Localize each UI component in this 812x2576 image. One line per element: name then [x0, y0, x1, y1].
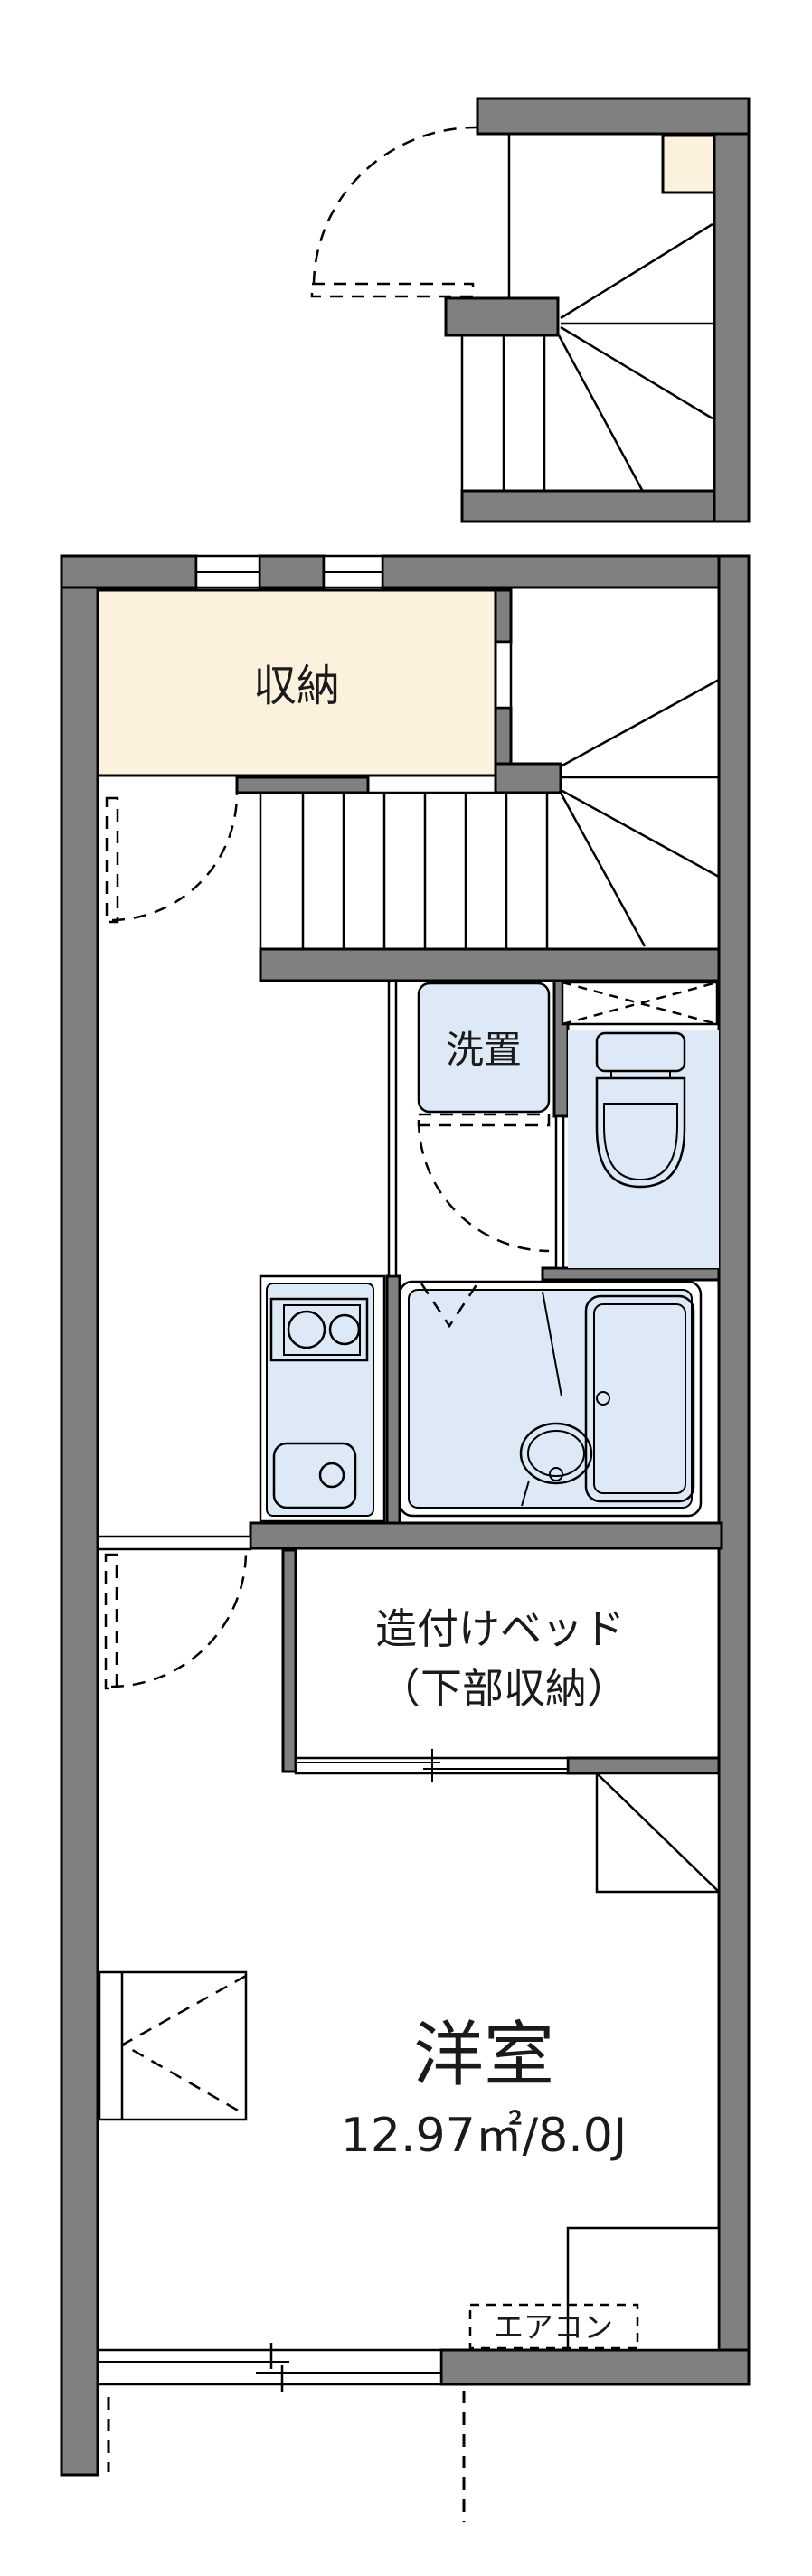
stove-burner-left: [287, 1310, 326, 1349]
upper-entry-door-leaf: [310, 282, 475, 298]
main-top-wall-seg1: [60, 554, 198, 589]
bath-unit-floor: [408, 1289, 693, 1509]
air-conditioner-label: エアコン: [494, 2309, 613, 2345]
bathtub: [584, 1294, 695, 1503]
bed-label-line2: （下部収納）: [379, 1664, 628, 1713]
laundry-door-swing-arc: [417, 1119, 550, 1253]
upper-unit-top-wall: [476, 97, 751, 136]
kitchen-sink: [272, 1442, 357, 1509]
left-closet-window: [98, 1970, 248, 2121]
western-room-label: 洋室: [413, 2015, 554, 2096]
stove: [269, 1297, 369, 1362]
upper-closet-box: [661, 134, 716, 194]
bed-label-line1: 造付けベッド: [375, 1604, 625, 1653]
stair-bottom-wall: [259, 947, 721, 982]
toilet-floor: [568, 1030, 719, 1268]
toilet-left-thin-wall: [554, 1114, 565, 1270]
top-windows: [194, 554, 513, 710]
built-in-bed-room: 造付けベッド （下部収納）: [294, 1604, 721, 1894]
upper-entry-door: [310, 126, 477, 298]
room-entry-door-swing-arc: [110, 1550, 248, 1688]
room-entry-door-leaf: [104, 1553, 118, 1690]
main-unit-walls: [60, 554, 751, 2477]
stair-divider-window: [494, 640, 513, 710]
refrigerator-space: [595, 1772, 721, 1894]
basin-drain: [549, 1467, 563, 1481]
main-top-wall-seg2: [258, 554, 326, 589]
main-staircase: [259, 678, 720, 949]
toilet-fixture: [595, 1031, 686, 1189]
bathroom: [398, 1280, 703, 1518]
laundry-door-leaf: [417, 1113, 551, 1127]
sink-drain: [318, 1462, 345, 1489]
main-left-wall: [60, 554, 99, 2477]
main-top-wall-seg3: [381, 554, 751, 589]
room-entry-door: [104, 1550, 248, 1690]
laundry-label: 洗置: [446, 1028, 522, 1072]
western-room: 洋室 12.97㎡/8.0J エアコン: [98, 1970, 721, 2352]
storage-bottom-wall-strip: [235, 776, 370, 794]
corridor-door-upper: [105, 793, 239, 924]
bed-sliding-door: [294, 1749, 570, 1782]
laundry-left-thin-wall: [387, 979, 398, 1278]
upper-entry-door-swing-arc: [312, 126, 477, 285]
bed-room-bottom-wall: [566, 1756, 721, 1775]
toilet-bottom-wall: [541, 1266, 721, 1282]
corridor-door-upper-leaf: [105, 796, 119, 924]
western-room-area-label: 12.97㎡/8.0J: [341, 2109, 627, 2163]
bath-folding-door: [420, 1283, 479, 1329]
upper-stair-unit: [310, 97, 751, 523]
corridor-door-upper-swing-arc: [111, 793, 239, 922]
storage-stair-divider-upper: [494, 588, 513, 644]
room-doorway-threshold: [96, 1535, 252, 1551]
laundry-area: 洗置: [417, 982, 551, 1253]
storage-stair-divider-lower: [494, 706, 513, 766]
upper-unit-right-wall: [713, 132, 751, 523]
bed-room-left-wall: [281, 1548, 297, 1773]
toilet-room: [561, 981, 719, 1268]
storage-room-area: [96, 588, 497, 777]
boundary-dashed-lines: [107, 2391, 466, 2522]
laundry-pan: [417, 982, 551, 1114]
bath-basin: [519, 1422, 593, 1507]
main-right-wall: [717, 554, 751, 2386]
corner-window-bay: [566, 2226, 721, 2352]
stair-newel-block: [494, 762, 562, 794]
bottom-sliding-window: [96, 2343, 443, 2392]
bed-room-top-wall: [249, 1521, 723, 1550]
left-closet-door-swing: [120, 1974, 247, 2117]
main-bottom-wall: [439, 2348, 751, 2386]
upper-unit-newel-wall: [444, 296, 560, 337]
air-conditioner: エアコン: [468, 2303, 639, 2350]
storage-room: 収納: [96, 588, 497, 777]
bathtub-handle: [596, 1391, 610, 1406]
kitchen-bath-divider-wall: [385, 1274, 401, 1525]
upper-unit-bottom-wall: [460, 489, 716, 523]
upper-stair-steps: [502, 134, 713, 491]
storage-label: 収納: [253, 661, 340, 711]
bath-partition-line: [542, 1291, 562, 1397]
kitchen: [259, 1274, 386, 1523]
stove-burner-right: [328, 1313, 361, 1346]
